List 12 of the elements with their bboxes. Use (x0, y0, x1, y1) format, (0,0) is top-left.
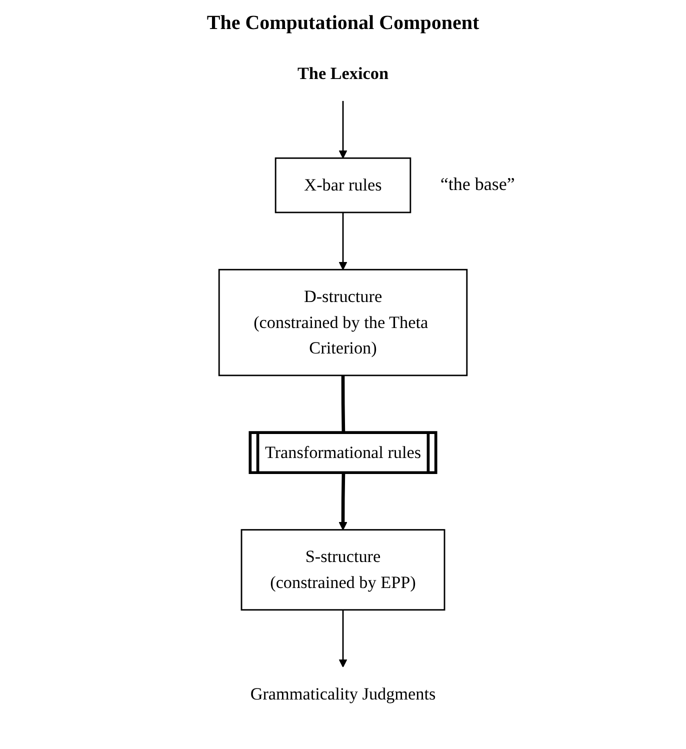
arrow (338, 212, 348, 270)
node-text: The Lexicon (297, 64, 389, 83)
node-box: D-structure (constrained by the Theta Criterion) (218, 268, 468, 376)
side-note: “the base” (440, 174, 515, 196)
node-text: Grammaticality Judgments (250, 684, 436, 704)
node-box: X-bar rules (274, 157, 412, 214)
node-box: S-structure (constrained by EPP) (240, 529, 446, 611)
arrow (338, 100, 348, 158)
arrow (338, 473, 348, 530)
connector (341, 375, 346, 434)
diagram-title: The Computational Component (206, 12, 480, 35)
arrow (338, 610, 348, 668)
